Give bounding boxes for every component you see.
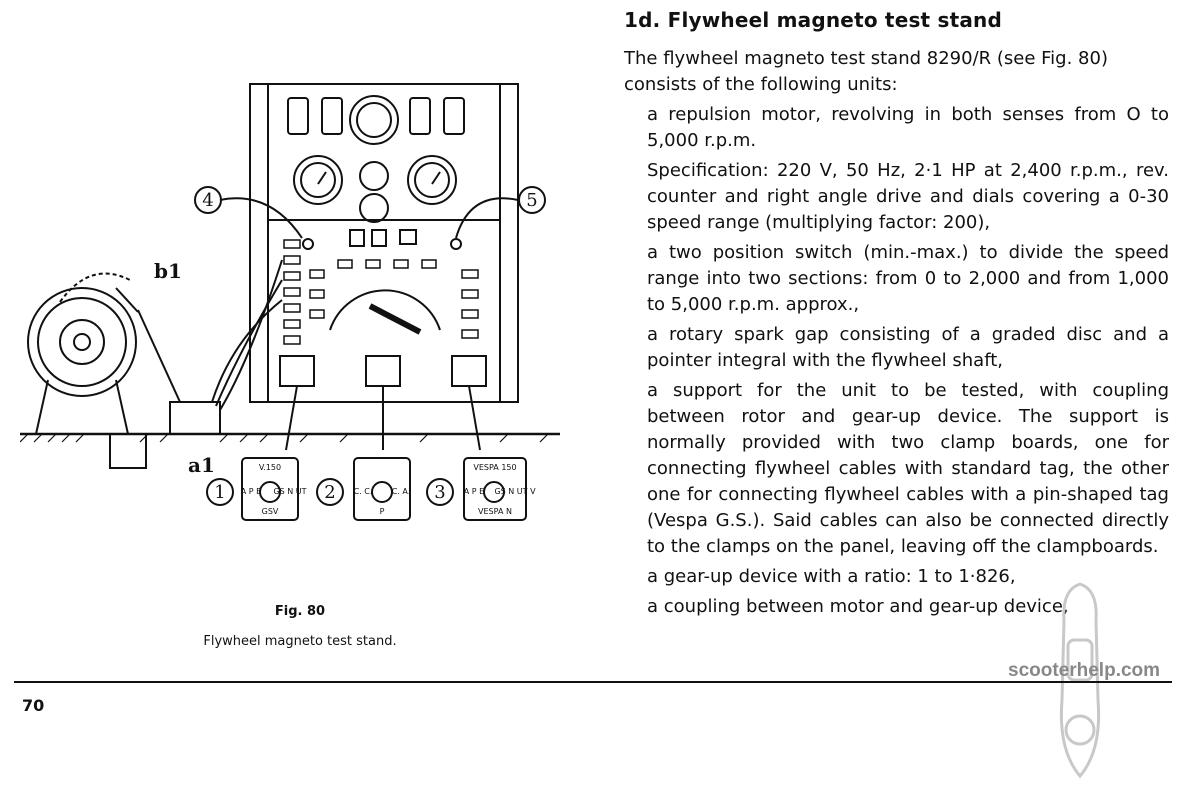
list-item: a coupling between motor and gear-up dev…	[647, 596, 1069, 617]
scooter-watermark-icon	[1040, 580, 1120, 784]
voltmeter-dial	[407, 155, 457, 205]
callout-1-label: 1	[214, 482, 225, 503]
indicator-lamp-1	[359, 161, 389, 191]
switch-3-box	[463, 457, 527, 521]
callout-5-label: 5	[526, 190, 537, 211]
svg-text:P: P	[380, 507, 385, 516]
figure-caption-title: Flywheel magneto test stand.	[203, 634, 397, 649]
fuse-holder-2	[321, 97, 343, 135]
cabinet-outline	[249, 83, 519, 403]
svg-text:VESPA 150: VESPA 150	[473, 463, 516, 472]
callout-4-label: 4	[202, 190, 213, 211]
callout-circle-2	[316, 478, 344, 506]
indicator-lamp-2	[359, 193, 389, 223]
switch-2-box	[353, 457, 411, 521]
svg-text:A P E: A P E	[241, 487, 261, 496]
label-b1: b1	[154, 259, 182, 283]
list-item: a support for the unit to be tested, wit…	[647, 380, 1169, 557]
switch-1-box	[241, 457, 299, 521]
text-column: 1d. Flywheel magneto test stand The flyw…	[624, 8, 1169, 624]
clamp-board	[169, 401, 221, 435]
fuse-holder-3	[409, 97, 431, 135]
callout-circle-4	[194, 186, 222, 214]
svg-text:GS N UT: GS N UT	[273, 487, 306, 496]
svg-text:C. A.: C. A.	[392, 487, 411, 496]
panel-selector-1	[279, 355, 315, 387]
fuse-holder-4	[443, 97, 465, 135]
callout-circle-1	[206, 478, 234, 506]
figure-80-illustration: 4 5 1 2 3 b1 a1 V.150 A P E GS N UT GSV …	[19, 80, 580, 560]
callout-2-label: 2	[324, 482, 335, 503]
label-a1: a1	[188, 453, 215, 477]
footer-rule	[14, 681, 1172, 683]
figure-caption-number: Fig. 80	[274, 604, 326, 619]
list-item: Specification: 220 V, 50 Hz, 2·1 HP at 2…	[647, 160, 1169, 233]
svg-text:GS N UT V: GS N UT V	[494, 487, 536, 496]
svg-text:GSV: GSV	[262, 507, 279, 516]
list-item: a two position switch (min.-max.) to div…	[647, 242, 1169, 315]
callout-circle-3	[426, 478, 454, 506]
callout-3-label: 3	[434, 482, 445, 503]
list-item: a gear-up device with a ratio: 1 to 1·82…	[647, 566, 1016, 587]
list-item: a rotary spark gap consisting of a grade…	[647, 324, 1169, 371]
svg-text:V.150: V.150	[259, 463, 281, 472]
fuse-holder-1	[287, 97, 309, 135]
section-heading: 1d. Flywheel magneto test stand	[624, 8, 1002, 32]
panel-selector-3	[451, 355, 487, 387]
pedal-box	[109, 433, 147, 469]
flywheel	[27, 287, 137, 397]
svg-text:C. C.: C. C.	[354, 487, 373, 496]
panel-selector-2	[365, 355, 401, 387]
unit-list: a repulsion motor, revolving in both sen…	[647, 102, 1169, 620]
intro-paragraph: The flywheel magneto test stand 8290/R (…	[624, 48, 1108, 95]
svg-text:VESPA N: VESPA N	[478, 507, 512, 516]
page-number: 70	[22, 696, 45, 715]
test-stand-drawing: 4 5 1 2 3 b1 a1 V.150 A P E GS N UT GSV …	[19, 83, 560, 521]
list-item: a repulsion motor, revolving in both sen…	[647, 104, 1169, 151]
ammeter-dial	[293, 155, 343, 205]
speed-range-arc	[329, 289, 441, 331]
svg-text:A P E: A P E	[464, 487, 484, 496]
top-dial	[349, 95, 399, 145]
watermark-text: scooterhelp.com	[1008, 660, 1161, 681]
callout-circle-5	[518, 186, 546, 214]
